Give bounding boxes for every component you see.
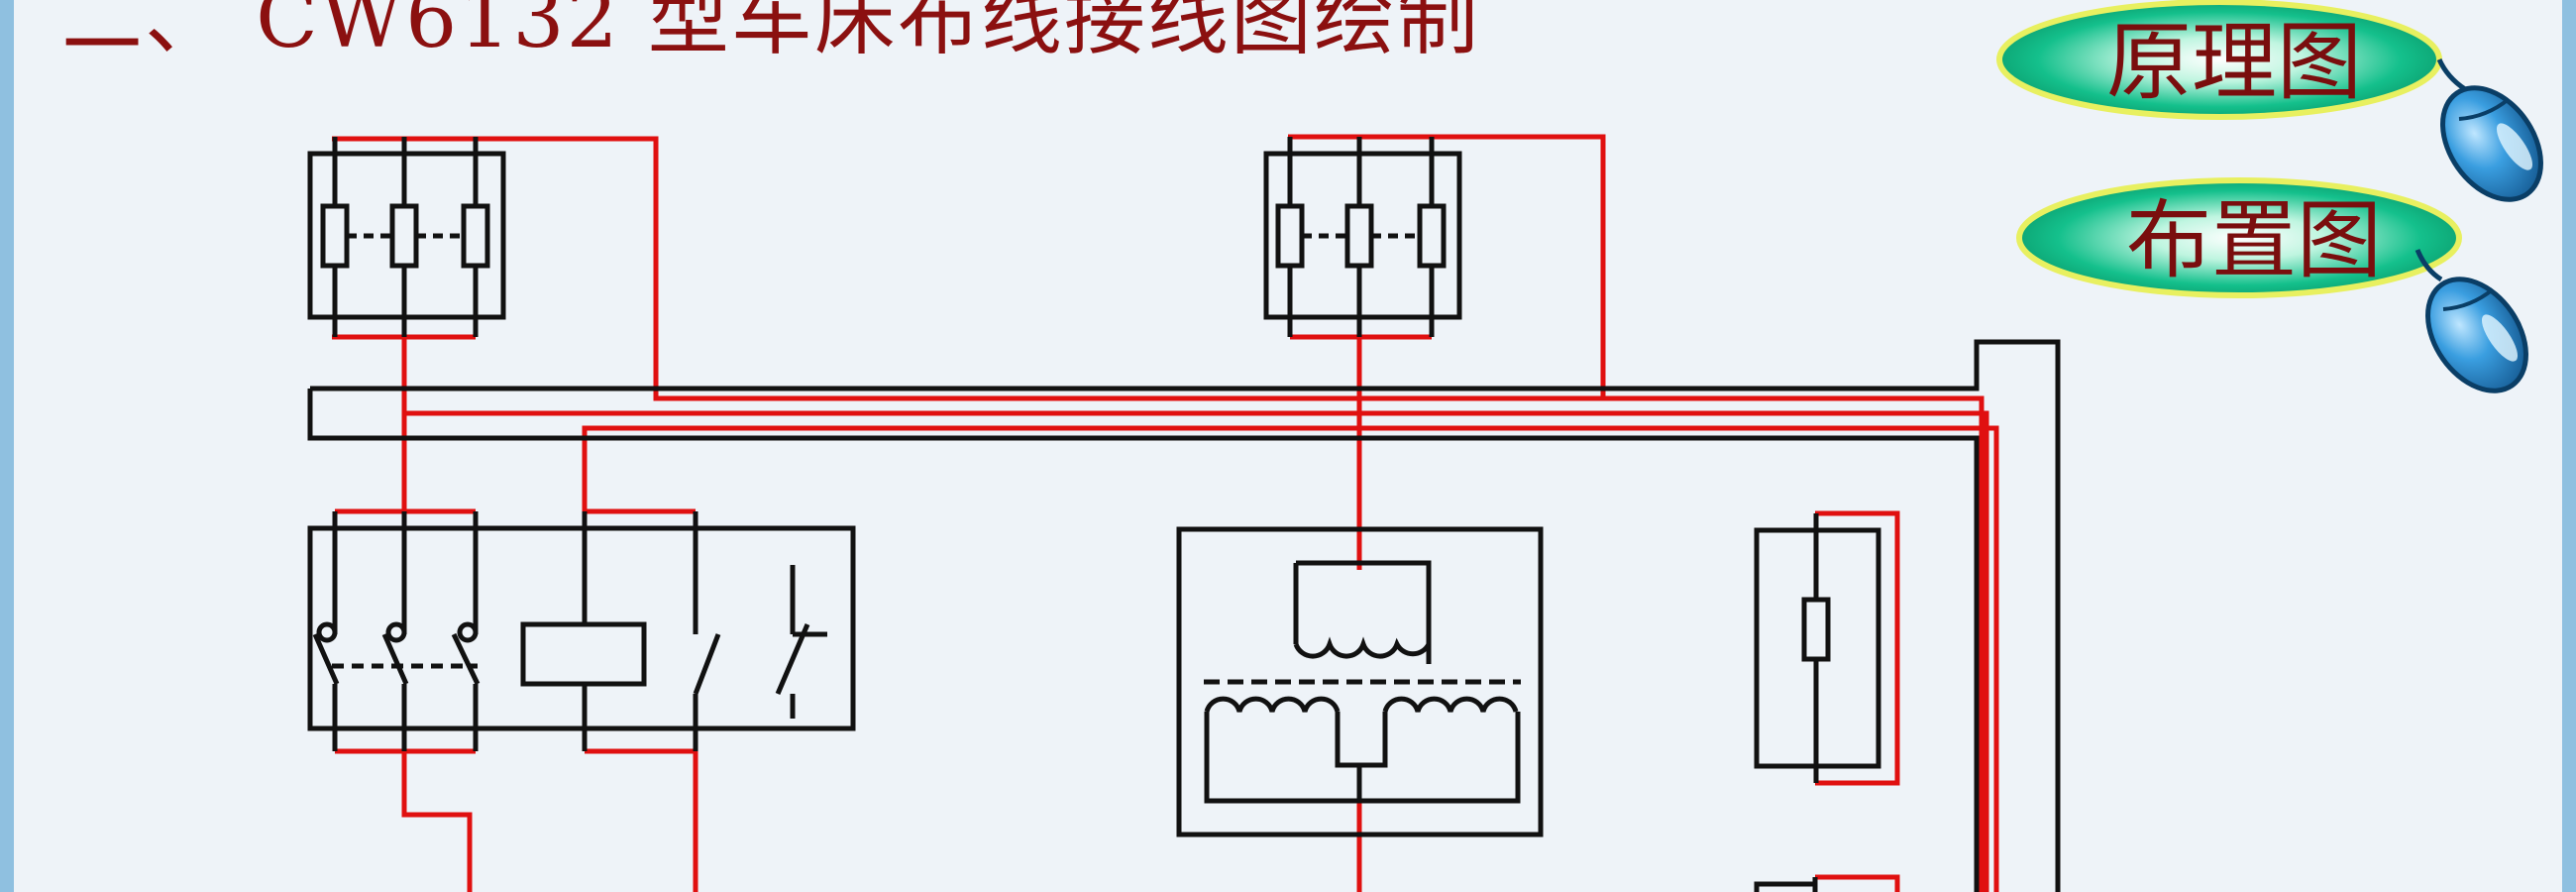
left-border [0, 0, 14, 892]
wire-duct [307, 339, 2061, 892]
mouse-icon [2436, 57, 2543, 202]
layout-button-label: 布置图 [2126, 191, 2382, 290]
slide-title: 二、 CW6132 型车床布线接线图绘制 [61, 0, 1480, 66]
layout-button[interactable]: 布置图 [2016, 177, 2462, 298]
red-wires [332, 134, 1999, 892]
fuse-block-2 [1263, 137, 1462, 337]
black-components [307, 137, 2061, 892]
schematic-button[interactable]: 原理图 [1996, 0, 2442, 120]
small-fuse [1754, 513, 1881, 783]
fuse-block-1 [307, 137, 506, 337]
mouse-icon [2415, 249, 2528, 393]
transformer [1176, 526, 1544, 837]
schematic-button-label: 原理图 [2106, 13, 2362, 112]
right-border [2562, 0, 2576, 892]
partial-component [1754, 877, 1818, 892]
contactor [307, 511, 856, 751]
